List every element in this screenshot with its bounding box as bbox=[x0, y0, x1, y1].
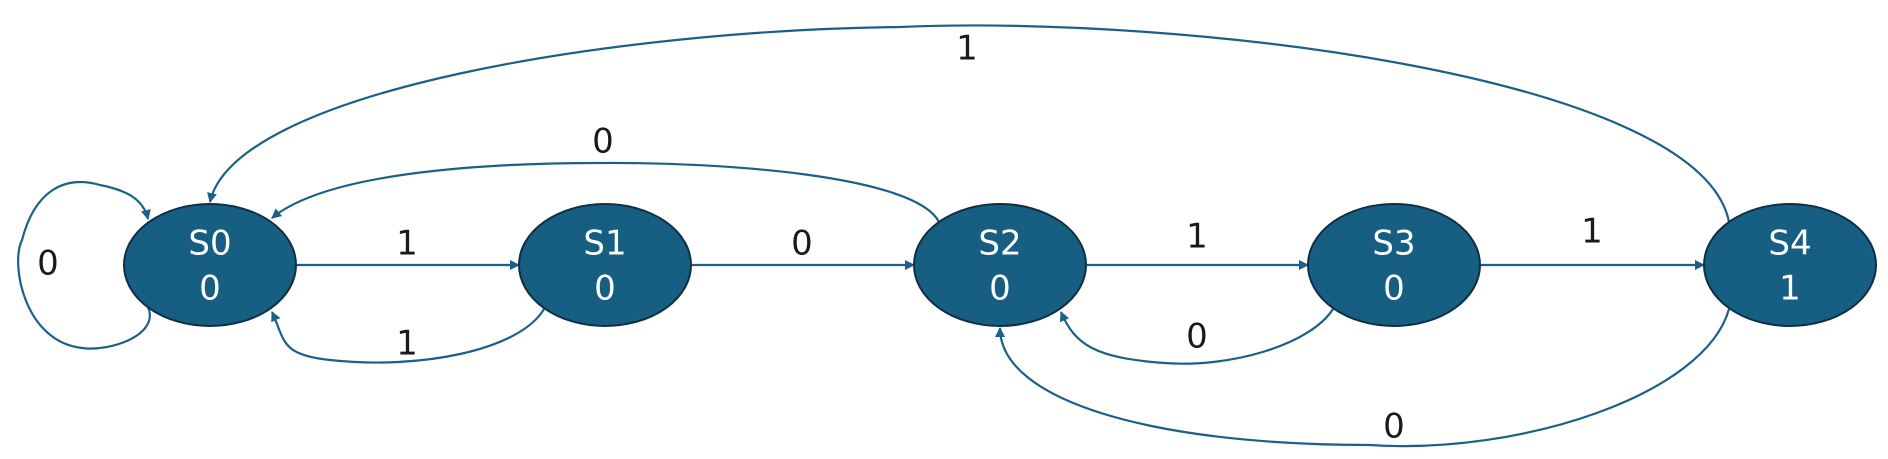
state-shape bbox=[1307, 203, 1481, 327]
state-output: 0 bbox=[1383, 269, 1405, 309]
transition-label-s0-s1: 1 bbox=[396, 224, 418, 264]
transition-s2-s0 bbox=[271, 161, 940, 223]
state-output: 0 bbox=[989, 269, 1011, 309]
transition-label-s1-s2: 0 bbox=[791, 224, 813, 264]
transition-s3-s2 bbox=[1059, 308, 1334, 365]
state-name: S3 bbox=[1372, 224, 1415, 264]
state-shape bbox=[1703, 203, 1877, 327]
state-name: S0 bbox=[188, 224, 231, 264]
state-shape bbox=[123, 203, 297, 327]
transition-s4-s2 bbox=[995, 308, 1731, 448]
transition-s0-s0 bbox=[17, 181, 151, 350]
state-name: S4 bbox=[1768, 224, 1811, 264]
state-name: S1 bbox=[583, 224, 626, 264]
state-output: 1 bbox=[1779, 269, 1801, 309]
state-s4: S41 bbox=[1703, 203, 1877, 327]
transition-label-s2-s3: 1 bbox=[1186, 217, 1208, 257]
state-s2: S20 bbox=[913, 203, 1087, 327]
transition-s1-s0 bbox=[271, 308, 545, 364]
transition-s4-s0 bbox=[207, 24, 1731, 223]
state-name: S2 bbox=[978, 224, 1021, 264]
state-s1: S10 bbox=[518, 203, 692, 327]
state-output: 0 bbox=[594, 269, 616, 309]
transitions-layer bbox=[17, 24, 1731, 448]
state-shape bbox=[913, 203, 1087, 327]
transition-label-s2-s0: 0 bbox=[592, 122, 614, 162]
state-output: 0 bbox=[199, 269, 221, 309]
transition-label-s3-s4: 1 bbox=[1581, 212, 1603, 252]
state-shape bbox=[518, 203, 692, 327]
state-s0: S00 bbox=[123, 203, 297, 327]
transition-label-s3-s2: 0 bbox=[1186, 317, 1208, 357]
transition-label-s4-s0: 1 bbox=[956, 29, 978, 69]
state-s3: S30 bbox=[1307, 203, 1481, 327]
transition-labels-layer: 0 1 1 0 0 1 0 1 0 1 bbox=[37, 29, 1603, 447]
transition-label-s1-s0: 1 bbox=[396, 324, 418, 364]
transition-label-s0-s0: 0 bbox=[37, 244, 59, 284]
transition-label-s4-s2: 0 bbox=[1383, 407, 1405, 447]
